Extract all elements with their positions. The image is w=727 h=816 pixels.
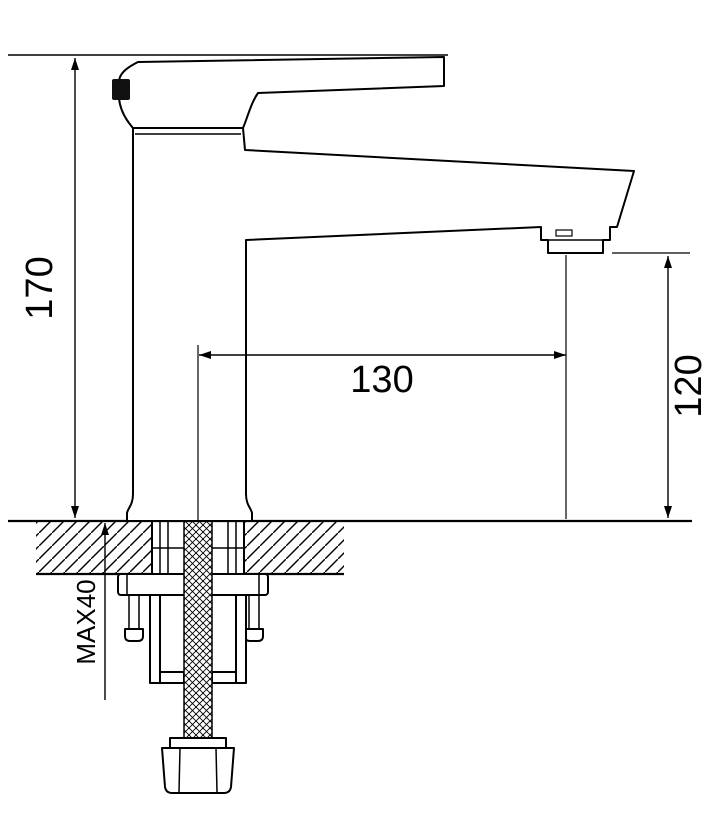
dimension-annotations: 170 130 120 MAX40 bbox=[8, 54, 710, 700]
bracket-bottom-left bbox=[159, 671, 185, 684]
dimension-overall-height-label: 170 bbox=[19, 256, 61, 319]
under-counter-mounting bbox=[117, 520, 269, 794]
dimension-spout-reach: 130 bbox=[199, 255, 567, 519]
stud-foot-right bbox=[244, 628, 264, 642]
faucet bbox=[112, 56, 635, 522]
dimension-max-deck-thickness: MAX40 bbox=[71, 523, 109, 700]
rod-washer bbox=[169, 737, 227, 749]
dimension-spout-reach-label: 130 bbox=[350, 359, 413, 401]
faucet-handle-outline bbox=[118, 56, 445, 129]
bracket-wall-left bbox=[149, 594, 161, 684]
dimension-overall-height: 170 bbox=[19, 58, 79, 518]
dimension-outlet-height-label: 120 bbox=[668, 354, 710, 417]
dimension-max-deck-thickness-label: MAX40 bbox=[71, 579, 101, 664]
bracket-bottom-right bbox=[211, 671, 237, 684]
counter-deck bbox=[36, 522, 344, 576]
mounting-bracket bbox=[149, 594, 247, 684]
deck-hatch-right bbox=[244, 522, 344, 574]
mounting-stud-left bbox=[124, 595, 144, 642]
rod-nut bbox=[161, 747, 235, 794]
deck-hatch-left bbox=[36, 522, 152, 574]
spout-outlet bbox=[541, 229, 610, 241]
faucet-body-spout-outline bbox=[126, 127, 635, 522]
bracket-wall-right bbox=[235, 594, 247, 684]
mounting-flange-end-lines bbox=[126, 574, 260, 595]
mounting-stud-right bbox=[244, 595, 264, 642]
stud-foot-left bbox=[124, 628, 144, 642]
threaded-rod bbox=[183, 522, 213, 738]
mounting-shank-thread-lines bbox=[152, 521, 244, 574]
outlet-detail bbox=[555, 229, 573, 237]
dimension-outlet-height: 120 bbox=[612, 252, 710, 518]
handle-index-button bbox=[112, 79, 130, 100]
